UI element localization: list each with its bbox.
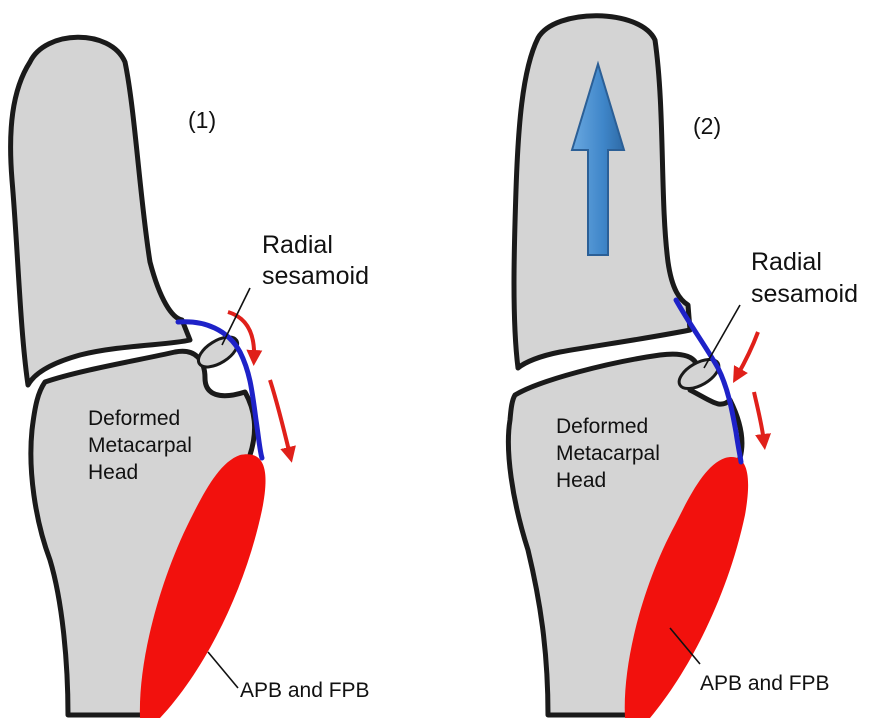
proximal-phalanx <box>11 37 190 385</box>
panel-1: (1) Radial sesamoid Deformed Metacarpal … <box>11 37 370 718</box>
red-force-arrow-lower <box>270 380 290 455</box>
red-force-arrow-lower <box>754 392 764 442</box>
head-label-2-line1: Deformed <box>556 415 648 438</box>
sesamoid-label-1-line2: sesamoid <box>262 262 369 290</box>
sesamoid-label-1-line1: Radial <box>262 231 333 259</box>
head-label-1-line3: Head <box>88 461 138 484</box>
panel-2-id-label: (2) <box>693 113 721 139</box>
sesamoid-leader-line-1 <box>222 288 250 345</box>
muscle-leader-line-1 <box>208 652 238 688</box>
head-label-1-line1: Deformed <box>88 407 180 430</box>
red-force-arrow-upper <box>737 332 758 376</box>
panel-1-id-label: (1) <box>188 107 216 133</box>
sesamoid-label-2-line1: Radial <box>751 248 822 276</box>
head-label-2-line3: Head <box>556 469 606 492</box>
muscle-label-1: APB and FPB <box>240 679 370 702</box>
radial-sesamoid <box>194 331 243 373</box>
sesamoid-leader-line-2 <box>704 305 740 368</box>
panel-2: (2) Radial sesamoid Deformed Metacarpal … <box>508 16 858 718</box>
head-label-1-line2: Metacarpal <box>88 434 192 457</box>
muscle-label-2: APB and FPB <box>700 672 830 695</box>
sesamoid-label-2-line2: sesamoid <box>751 280 858 308</box>
head-label-2-line2: Metacarpal <box>556 442 660 465</box>
